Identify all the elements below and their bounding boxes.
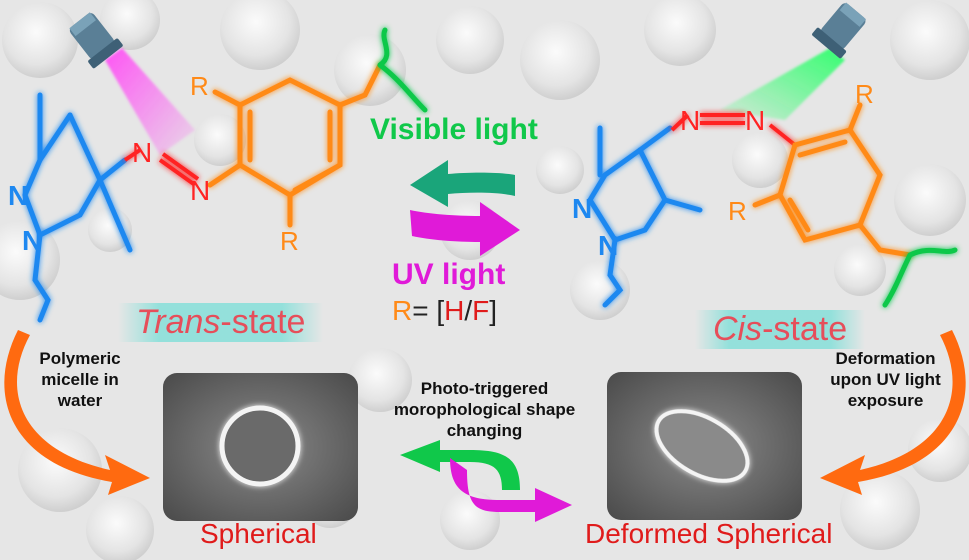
cis-state-label: Cis-state <box>695 310 866 349</box>
left-note: Polymeric micelle in water <box>39 349 121 410</box>
deformed-spherical-label: Deformed Spherical <box>585 518 833 549</box>
atom-n-label: N <box>8 180 28 211</box>
r-group-label: R <box>190 71 209 101</box>
visible-lamp-icon <box>720 2 867 120</box>
right-note: Deformation upon UV light exposure <box>830 349 941 410</box>
r-group-label: R <box>855 79 874 109</box>
uv-light-label: UV light <box>392 258 506 291</box>
left-orange-curved-arrow <box>4 330 150 495</box>
visible-light-arrow <box>410 160 515 207</box>
cis-azobenzene-molecule: N N N N R R <box>572 79 958 308</box>
trans-azobenzene-molecule: N N N N R R <box>8 27 428 323</box>
center-note: Photo-triggered morophological shape cha… <box>393 379 576 440</box>
sem-image-deformed <box>607 372 802 520</box>
trans-state-label: Trans-state <box>118 303 324 342</box>
uv-light-arrow <box>410 202 520 256</box>
atom-n-label: N <box>132 137 152 168</box>
visible-light-label: Visible light <box>370 113 538 146</box>
atom-n-label: N <box>598 230 618 261</box>
atom-n-label: N <box>745 105 765 136</box>
r-group-label: R <box>728 196 747 226</box>
sem-image-spherical <box>163 373 358 521</box>
r-group-label: R <box>280 226 299 256</box>
atom-n-label: N <box>22 225 42 256</box>
r-group-definition: R= [H/F] <box>392 295 498 326</box>
spherical-label: Spherical <box>200 518 317 549</box>
uv-lamp-icon <box>69 12 195 155</box>
shape-change-arrow-magenta <box>450 458 572 522</box>
atom-n-label: N <box>680 105 700 136</box>
shape-change-arrow-green <box>400 440 520 490</box>
atom-n-label: N <box>572 193 592 224</box>
atom-n-label: N <box>190 175 210 206</box>
right-orange-curved-arrow <box>820 330 966 495</box>
